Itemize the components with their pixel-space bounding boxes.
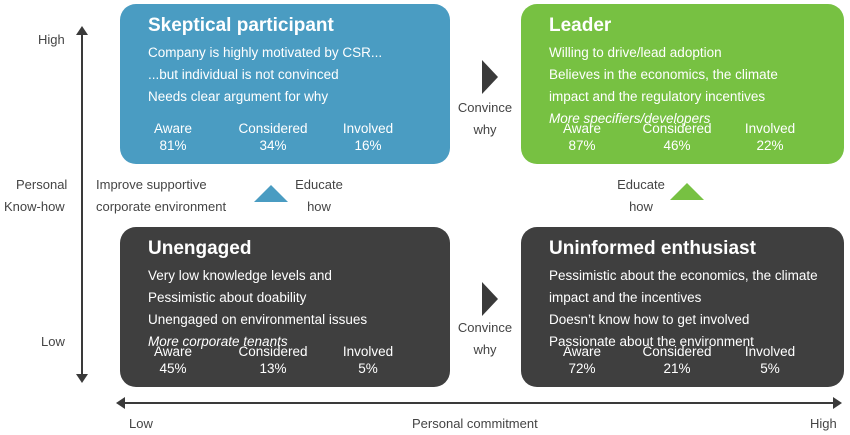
improve-label-line2: corporate environment <box>96 199 227 214</box>
stat-considered: Considered 34% <box>218 120 328 154</box>
educate-left-line1: Educate <box>295 177 343 192</box>
y-axis-title-line1: Personal <box>16 177 68 192</box>
x-axis-title: Personal commitment <box>412 416 538 431</box>
stat-label: Involved <box>342 344 394 359</box>
stat-label: Considered <box>238 344 308 359</box>
stat-label: Aware <box>562 121 602 136</box>
quadrant-line: Company is highly motivated by CSR... <box>148 45 383 60</box>
stat-label: Involved <box>342 121 394 136</box>
quadrant-italic-line: More corporate tenants <box>148 334 288 349</box>
stat-value: 5% <box>760 361 780 376</box>
stat-considered: Considered 21% <box>622 343 732 377</box>
stat-value: 87% <box>568 138 596 153</box>
quadrant-line: Willing to drive/lead adoption <box>549 45 722 60</box>
x-axis-high-label: High <box>810 416 837 431</box>
educate-arrow-right <box>670 183 704 200</box>
quadrant-line: Believes in the economics, the climate <box>549 67 778 82</box>
quadrant-skeptical-participant: Skeptical participant Company is highly … <box>120 4 450 164</box>
stat-aware: Aware 45% <box>118 343 228 377</box>
stat-label: Involved <box>744 344 796 359</box>
quadrant-line: Unengaged on environmental issues <box>148 312 368 327</box>
quadrant-stats: Aware 87% Considered 46% Involved 22% <box>521 120 844 156</box>
quadrant-stats: Aware 72% Considered 21% Involved 5% <box>521 343 844 379</box>
quadrant-line: Passionate about the environment <box>549 334 754 349</box>
improve-label-line1: Improve supportive <box>96 177 207 192</box>
stat-involved: Involved 5% <box>313 343 423 377</box>
stat-considered: Considered 46% <box>622 120 732 154</box>
stat-aware: Aware 72% <box>527 343 637 377</box>
quadrant-line: Very low knowledge levels and <box>148 268 332 283</box>
y-axis-title-line2: Know-how <box>4 199 65 214</box>
quadrant-line: impact and the regulatory incentives <box>549 89 766 104</box>
quadrant-line: Doesn’t know how to get involved <box>549 312 750 327</box>
vertical-axis-arrow-down <box>76 374 88 383</box>
educate-left-line2: how <box>307 199 331 214</box>
quadrant-unengaged: Unengaged Very low knowledge levels and … <box>120 227 450 387</box>
stat-involved: Involved 5% <box>715 343 825 377</box>
stat-label: Aware <box>562 344 602 359</box>
stat-label: Considered <box>642 121 712 136</box>
quadrant-title: Unengaged <box>148 238 252 259</box>
stat-value: 13% <box>259 361 287 376</box>
vertical-axis-line <box>81 32 83 375</box>
convince-label-bottom-line1: Convince <box>457 320 513 335</box>
quadrant-line: ...but individual is not convinced <box>148 67 339 82</box>
stat-label: Considered <box>642 344 712 359</box>
horizontal-axis-arrow-left <box>116 397 125 409</box>
stat-value: 46% <box>663 138 691 153</box>
stat-value: 34% <box>259 138 287 153</box>
stat-value: 81% <box>159 138 187 153</box>
convince-label-bottom-line2: why <box>473 342 497 357</box>
stat-value: 72% <box>568 361 596 376</box>
x-axis-low-label: Low <box>129 416 153 431</box>
horizontal-axis-arrow-right <box>833 397 842 409</box>
convince-label-top-line2: why <box>473 122 497 137</box>
stat-aware: Aware 81% <box>118 120 228 154</box>
stat-value: 45% <box>159 361 187 376</box>
stat-considered: Considered 13% <box>218 343 328 377</box>
educate-arrow-left <box>254 185 288 202</box>
stat-involved: Involved 22% <box>715 120 825 154</box>
quadrant-stats: Aware 45% Considered 13% Involved 5% <box>120 343 450 379</box>
quadrant-title: Skeptical participant <box>148 15 334 36</box>
educate-right-line1: Educate <box>617 177 665 192</box>
convince-arrow-top <box>482 60 498 94</box>
y-axis-low-label: Low <box>41 334 65 349</box>
stat-label: Considered <box>238 121 308 136</box>
stat-value: 16% <box>354 138 382 153</box>
stat-label: Aware <box>153 344 193 359</box>
stat-label: Involved <box>744 121 796 136</box>
y-axis-high-label: High <box>38 32 65 47</box>
quadrant-line: impact and the incentives <box>549 290 702 305</box>
stat-involved: Involved 16% <box>313 120 423 154</box>
quadrant-title: Leader <box>549 15 612 36</box>
quadrant-title: Uninformed enthusiast <box>549 238 756 259</box>
quadrant-uninformed-enthusiast: Uninformed enthusiast Pessimistic about … <box>521 227 844 387</box>
quadrant-line: Needs clear argument for why <box>148 89 329 104</box>
stat-aware: Aware 87% <box>527 120 637 154</box>
convince-label-top-line1: Convince <box>457 100 513 115</box>
stat-value: 21% <box>663 361 691 376</box>
quadrant-leader: Leader Willing to drive/lead adoption Be… <box>521 4 844 164</box>
quadrant-line: Pessimistic about the economics, the cli… <box>549 268 818 283</box>
stat-value: 22% <box>756 138 784 153</box>
vertical-axis-arrow-up <box>76 26 88 35</box>
quadrant-italic-line: More specifiers/developers <box>549 111 711 126</box>
convince-arrow-bottom <box>482 282 498 316</box>
educate-right-line2: how <box>629 199 653 214</box>
stat-label: Aware <box>153 121 193 136</box>
quadrant-stats: Aware 81% Considered 34% Involved 16% <box>120 120 450 156</box>
quadrant-line: Pessimistic about doability <box>148 290 307 305</box>
horizontal-axis-line <box>122 402 835 404</box>
stat-value: 5% <box>358 361 378 376</box>
